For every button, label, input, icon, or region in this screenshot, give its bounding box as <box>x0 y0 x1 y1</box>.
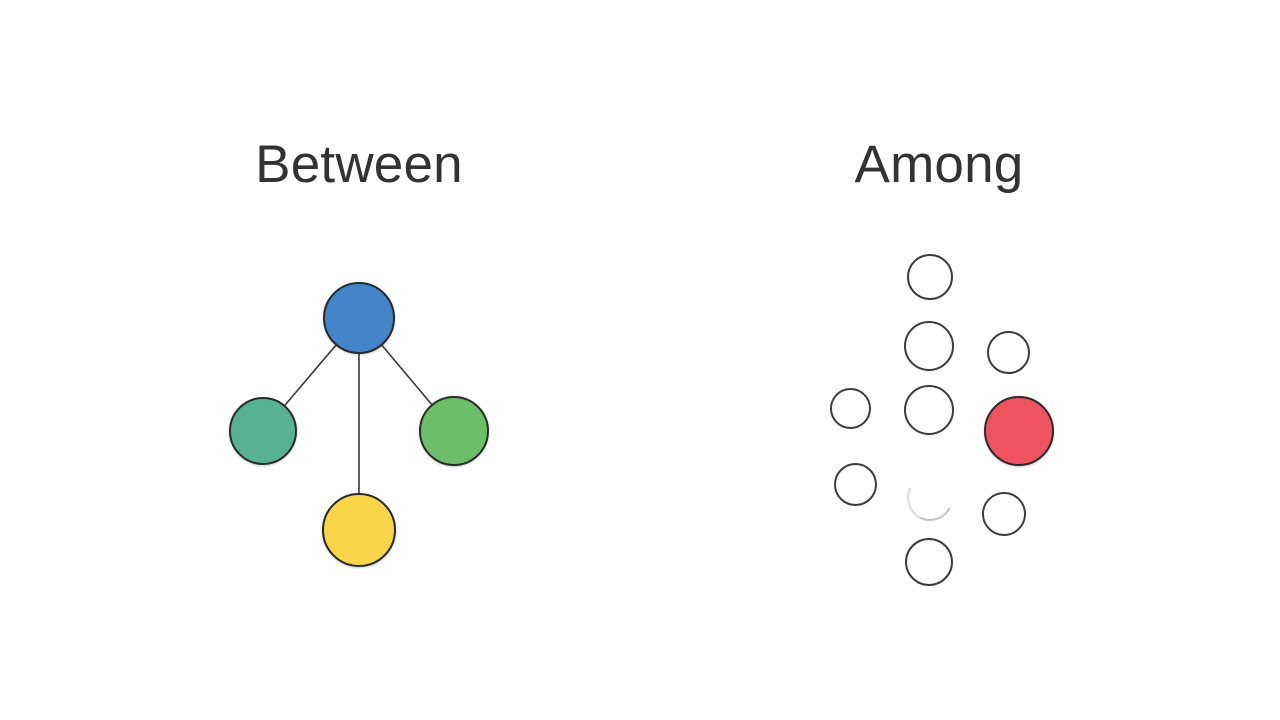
graph-edge <box>380 343 433 406</box>
graph-node-leaf-3[interactable] <box>322 493 396 567</box>
graph-edge <box>283 343 338 407</box>
cluster-circle-c8[interactable] <box>901 469 959 527</box>
panel-title-between: Between <box>255 135 463 194</box>
graph-node-leaf-1[interactable] <box>229 397 297 465</box>
panel-title-among: Among <box>854 135 1024 194</box>
cluster-circle-c7[interactable] <box>833 462 877 506</box>
cluster-circle-c9[interactable] <box>982 492 1026 536</box>
cluster-circle-c3[interactable] <box>986 330 1030 374</box>
cluster-circle-c6-highlighted[interactable] <box>984 396 1054 466</box>
edge-group <box>283 343 433 495</box>
graph-node-leaf-2[interactable] <box>419 396 489 466</box>
graph-node-hub[interactable] <box>323 282 395 354</box>
cluster-circle-c10[interactable] <box>905 538 953 586</box>
cluster-circle-c2[interactable] <box>904 321 954 371</box>
cluster-circle-c5[interactable] <box>904 385 954 435</box>
cluster-circle-c1[interactable] <box>907 254 953 300</box>
cluster-circle-c4[interactable] <box>829 387 871 429</box>
